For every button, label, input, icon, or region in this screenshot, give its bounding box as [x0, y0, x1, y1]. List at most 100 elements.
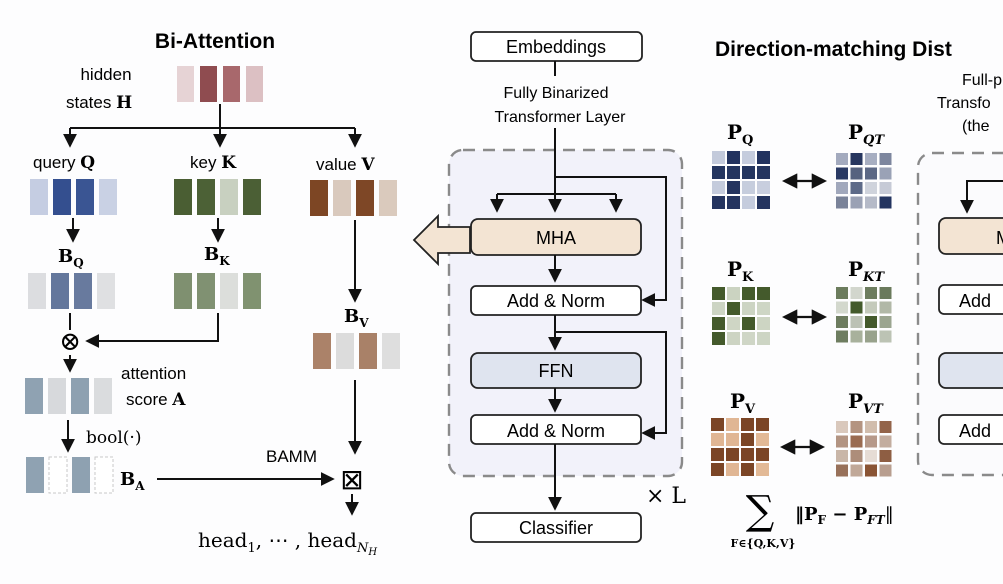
multiply-icon: ⊗ — [59, 327, 81, 357]
matrix-cell — [756, 418, 769, 431]
matrix-cell — [850, 450, 863, 462]
vector-cell — [72, 457, 90, 493]
vector-cell — [97, 273, 115, 309]
matrix-cell — [836, 330, 848, 343]
distillation-panel: Direction-matching Dist Full-p Transfo (… — [711, 38, 1003, 550]
matrix-cell — [836, 301, 848, 314]
matrix-cell — [742, 166, 755, 179]
matrix-cell — [865, 316, 877, 328]
matrix-cell — [865, 421, 877, 433]
matrix-cell — [712, 317, 725, 330]
pq-matrix — [712, 151, 770, 209]
matrix-cell — [727, 166, 740, 179]
query-label: query Q — [33, 153, 95, 173]
matrix-cell — [757, 287, 770, 300]
vector-cell — [243, 179, 261, 215]
classifier-box — [470, 512, 642, 543]
vector-cell — [336, 333, 354, 369]
matrix-cell — [726, 418, 739, 431]
vector-cell — [51, 273, 69, 309]
query-vector — [30, 179, 117, 215]
matrix-cell — [757, 151, 770, 164]
hidden-states-vector — [177, 66, 263, 102]
matrix-cell — [836, 196, 848, 209]
vector-cell — [313, 333, 331, 369]
matrix-cell — [742, 332, 755, 345]
vector-cell — [382, 333, 400, 369]
value-vector — [310, 180, 397, 216]
matrix-cell — [711, 433, 724, 446]
pv-matrix — [711, 418, 769, 476]
pqt-matrix — [836, 153, 892, 209]
pkt-label: PKT — [848, 257, 885, 285]
vector-cell — [174, 273, 192, 309]
matrix-cell — [741, 448, 754, 461]
matrix-cell — [726, 463, 739, 476]
vector-cell — [359, 333, 377, 369]
matrix-cell — [711, 463, 724, 476]
mha-to-bi-attention-arrow — [412, 213, 471, 267]
vector-cell — [243, 273, 261, 309]
pqt-label: PQT — [848, 120, 885, 148]
matrix-cell — [850, 421, 863, 433]
matrix-cell — [879, 182, 892, 194]
distillation-title: Direction-matching Dist — [715, 38, 952, 61]
vector-cell — [53, 179, 71, 215]
pk-label: PK — [727, 257, 754, 285]
matrix-cell — [727, 151, 740, 164]
hidden-states-label-line1: hidden — [80, 65, 131, 84]
matrix-cell — [865, 464, 877, 477]
matrix-cell — [712, 196, 725, 209]
vector-cell — [30, 179, 48, 215]
bi-attention-panel: Bi-Attention hidden states H query Q key… — [25, 30, 400, 558]
vector-cell — [48, 456, 68, 494]
matrix-cell — [727, 332, 740, 345]
layer-label-line1: Fully Binarized — [504, 85, 609, 102]
matrix-cell — [865, 167, 877, 180]
matrix-cell — [879, 435, 892, 448]
matrix-cell — [836, 182, 848, 194]
matrix-cell — [742, 181, 755, 194]
matrix-cell — [865, 196, 877, 209]
matrix-cell — [712, 287, 725, 300]
attention-label-line1: attention — [121, 364, 186, 383]
matrix-cell — [879, 287, 892, 299]
vector-cell — [94, 378, 112, 414]
matrix-cell — [712, 181, 725, 194]
matrix-cell — [727, 302, 740, 315]
matrix-cell — [836, 421, 848, 433]
matrix-cell — [756, 463, 769, 476]
bamm-label: BAMM — [266, 447, 317, 466]
teacher-add-norm-2-label: Add — [959, 421, 991, 441]
matrix-cell — [836, 153, 848, 165]
matrix-cell — [850, 196, 863, 209]
matrix-cell — [712, 302, 725, 315]
matrix-cell — [727, 181, 740, 194]
matrix-cell — [850, 330, 863, 343]
teacher-label-line1: Full-p — [962, 72, 1002, 89]
vector-cell — [48, 378, 66, 414]
vector-cell — [99, 179, 117, 215]
matrix-cell — [742, 287, 755, 300]
matrix-cell — [850, 316, 863, 328]
vector-cell — [74, 273, 92, 309]
matrix-cell — [836, 287, 848, 299]
transformer-panel: Embeddings Fully Binarized Transformer L… — [412, 31, 686, 543]
matrix-cell — [879, 421, 892, 433]
key-label: key K — [190, 153, 237, 173]
add-norm-2-label: Add & Norm — [507, 421, 605, 441]
matrix-cell — [879, 153, 892, 165]
ba-vector — [26, 456, 114, 494]
matrix-cell — [756, 433, 769, 446]
matrix-cell — [741, 433, 754, 446]
matrix-cell — [757, 302, 770, 315]
teacher-mha-label: M — [996, 228, 1003, 248]
matrix-cell — [711, 418, 724, 431]
heads-output-label: head1, ⋯ , headNH — [198, 528, 377, 558]
vector-cell — [94, 456, 114, 494]
matrix-cell — [757, 332, 770, 345]
matrix-cell — [850, 167, 863, 180]
teacher-mha-box — [938, 217, 1003, 255]
matrix-cell — [836, 167, 848, 180]
attention-label-line2: score A — [126, 390, 186, 410]
